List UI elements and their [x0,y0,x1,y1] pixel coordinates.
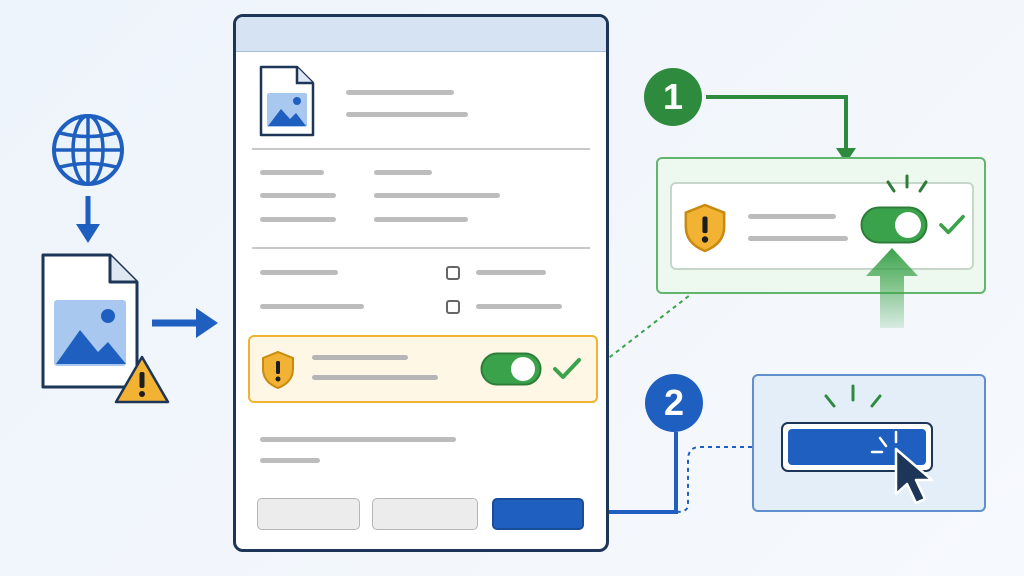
property-label [260,170,324,175]
option-label [260,270,338,275]
property-value [374,193,500,198]
primary-button[interactable] [492,498,584,530]
zoom-dashed-line-blue [675,446,752,513]
secondary-button-2[interactable] [372,498,478,530]
toggle-zoom-panel [656,157,986,294]
secondary-button-1[interactable] [257,498,360,530]
shield-warning-icon [260,350,296,390]
dialog-titlebar [236,17,606,52]
zoomed-shield-warning-icon [682,202,728,254]
image-file-icon [40,252,140,390]
property-label [260,193,336,198]
checkbox-label [476,304,562,309]
mouse-pointer-icon [892,446,942,506]
click-rays-green [886,174,928,193]
step-two-badge: 2 [645,374,703,432]
cursor-click-rays [870,430,898,454]
file-to-dialog-arrow [152,308,218,338]
globe-to-file-arrow [76,196,100,243]
divider-1 [252,148,590,150]
settings-dialog [233,14,609,552]
warning-triangle-icon [113,354,171,406]
toggle-up-arrow [862,246,922,328]
zoom-dashed-line-green [596,294,691,368]
footer-text-line [260,437,456,442]
checkbox-label [476,270,546,275]
property-value [374,170,432,175]
divider-2 [252,247,590,249]
option-checkbox-1[interactable] [446,266,460,280]
property-value [374,217,468,222]
footer-text-line [260,458,320,463]
step-one-badge: 1 [644,68,702,126]
dialog-image-file-icon [259,65,315,137]
security-setting-row [248,335,598,403]
zoomed-toggle[interactable] [860,206,928,244]
setting-title-placeholder [312,355,408,360]
setting-desc-placeholder [312,375,438,380]
security-toggle[interactable] [480,352,542,386]
zoomed-checkmark-icon [938,214,966,236]
zoomed-setting-row [670,182,974,270]
click-rays-blue [824,384,882,408]
option-label [260,304,364,309]
step-one-connector [706,95,856,163]
checkmark-icon [552,357,582,381]
button-zoom-panel [752,374,986,512]
file-name-placeholder [346,90,454,95]
property-label [260,217,336,222]
file-meta-placeholder [346,112,468,117]
option-checkbox-2[interactable] [446,300,460,314]
zoomed-desc-placeholder [748,236,848,241]
zoomed-title-placeholder [748,214,836,219]
globe-icon [50,112,126,188]
